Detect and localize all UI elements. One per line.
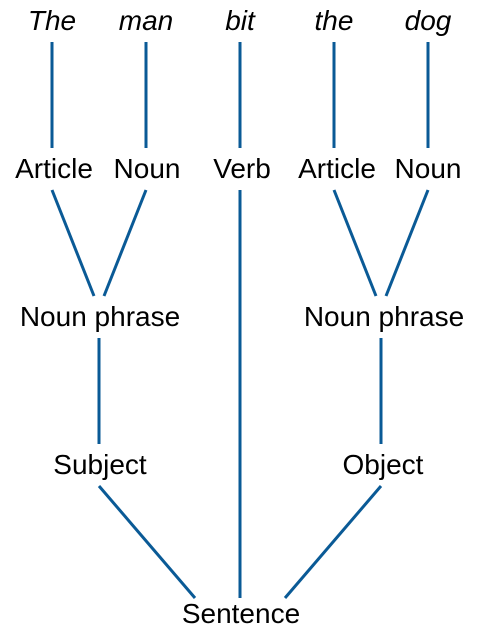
word-the-2: the — [314, 5, 354, 36]
word-the: The — [27, 5, 77, 36]
edge-article-np1 — [50, 189, 96, 297]
category-article: Article — [15, 153, 93, 184]
role-object: Object — [342, 449, 424, 480]
edge-noun2-np2 — [384, 189, 430, 297]
word-dog: dog — [404, 5, 452, 36]
word-man: man — [118, 5, 174, 36]
category-article-2: Article — [298, 153, 376, 184]
noun-phrase-object: Noun phrase — [303, 301, 465, 332]
root-sentence: Sentence — [181, 598, 301, 629]
edge-subject-sentence — [97, 485, 197, 599]
category-verb: Verb — [213, 153, 271, 184]
category-noun: Noun — [113, 153, 181, 184]
category-noun-2: Noun — [394, 153, 462, 184]
noun-phrase-subject: Noun phrase — [19, 301, 181, 332]
word-bit: bit — [225, 5, 255, 36]
edge-noun-np1 — [102, 189, 148, 297]
edge-object-sentence — [283, 485, 383, 599]
edge-article2-np2 — [332, 189, 378, 297]
role-subject: Subject — [53, 449, 147, 480]
